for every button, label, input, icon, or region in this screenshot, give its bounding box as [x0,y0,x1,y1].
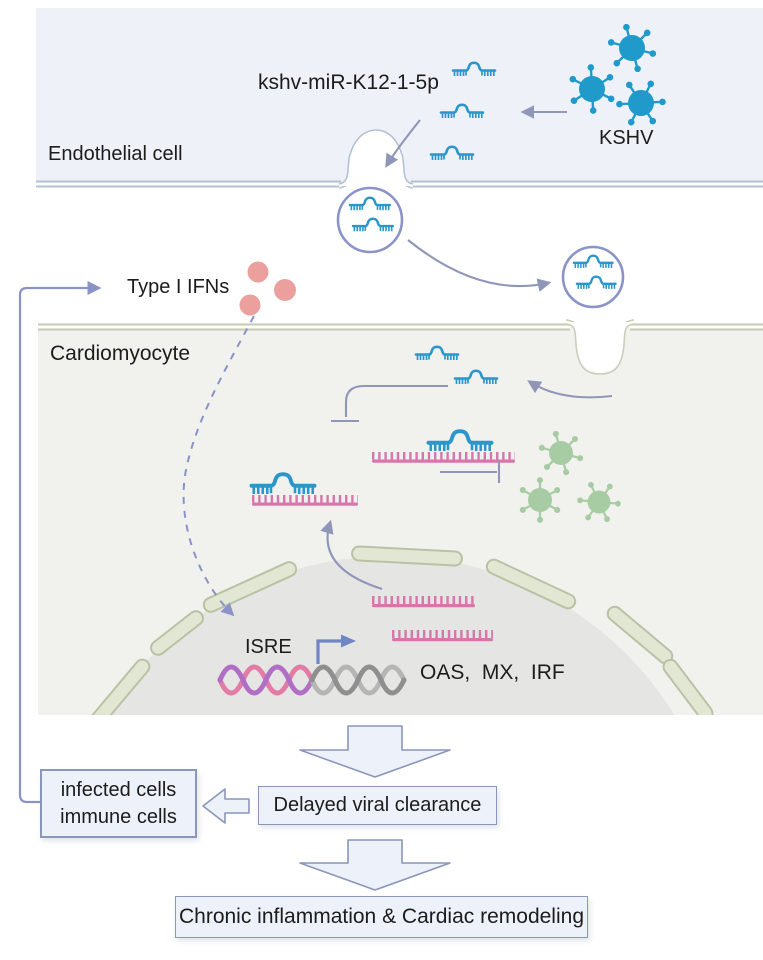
nuclear-envelope-segment [202,561,298,613]
ifn-feedback-arrow [18,280,102,804]
nuclear-envelope-segment [150,610,204,656]
ifn-dot [274,279,296,301]
exosome-icon [561,245,625,309]
exosome-secretion-arrow [407,239,552,292]
nuclear-envelope-segment [662,658,714,715]
endothelial-membrane [36,129,763,189]
flow-arrow-left [202,788,250,824]
mrna-strand [252,495,358,506]
flow-arrow-down [299,839,451,891]
cardiomyocyte-membrane [38,319,763,375]
isg-genes-label: OAS, MX, IRF [420,661,565,684]
mrna-strand [372,596,475,608]
ifn-signaling-dashed-arrow [182,315,255,617]
dna-helix-icon [217,664,407,696]
flow-arrow-down [299,725,451,778]
nuclear-envelope [81,545,714,715]
mrna-strand [392,630,493,642]
mirna-binding-inhibition-bar [331,384,448,423]
kshv-label: KSHV [599,127,654,149]
infected-cells-line: infected cells [60,778,177,801]
mrna-export-arrow [320,519,383,591]
mirna-mrna-duplex [249,472,358,506]
infected-immune-cells-box: infected cells immune cells [40,769,197,838]
delayed-viral-clearance-box: Delayed viral clearance [258,786,497,825]
mirna-to-membrane-arrow [385,119,421,168]
transcription-start-arrow-icon [316,634,356,664]
exosome-uptake-arrow [527,380,613,399]
ifn-dot [239,294,261,316]
exosome-icon [336,186,404,254]
cardiomyocyte-label: Cardiomyocyte [50,342,191,365]
immune-cells-line: immune cells [60,805,177,828]
mrna-strand [372,452,515,463]
nuclear-envelope-segment [81,658,151,715]
isre-label: ISRE [245,636,292,658]
viral-clearance-inhibition-bar [440,461,501,483]
mirna-mrna-duplex [372,429,515,463]
endothelial-cell-label: Endothelial cell [48,143,183,165]
ifn-molecules [239,261,296,316]
nuclear-envelope-segment [351,545,463,567]
nuclear-envelope-segment [485,558,577,610]
ifn-dot [247,261,269,283]
type-i-ifns-label: Type I IFNs [127,276,230,298]
chronic-inflammation-box: Chronic inflammation & Cardiac remodelin… [175,896,588,938]
mirna-label: kshv-miR-K12-1-5p [258,71,439,94]
